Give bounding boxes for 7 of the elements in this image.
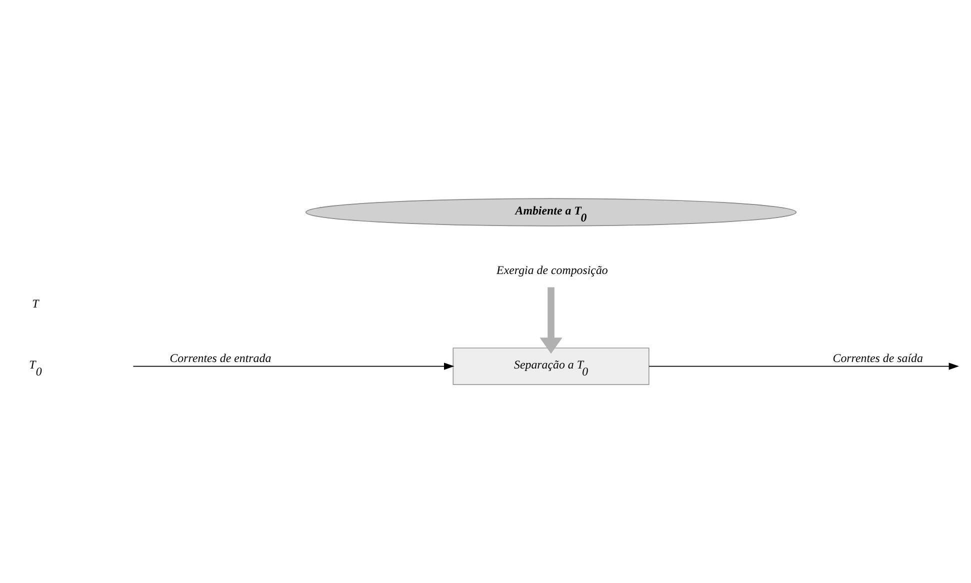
arrow [648,362,960,370]
edge-label: Correntes de saída [832,351,923,366]
arrow [540,287,562,354]
node-text: Exergia de composição [496,263,608,278]
arrow [132,362,454,370]
edge-label: Correntes de entrada [170,351,272,366]
label: T [32,296,39,310]
